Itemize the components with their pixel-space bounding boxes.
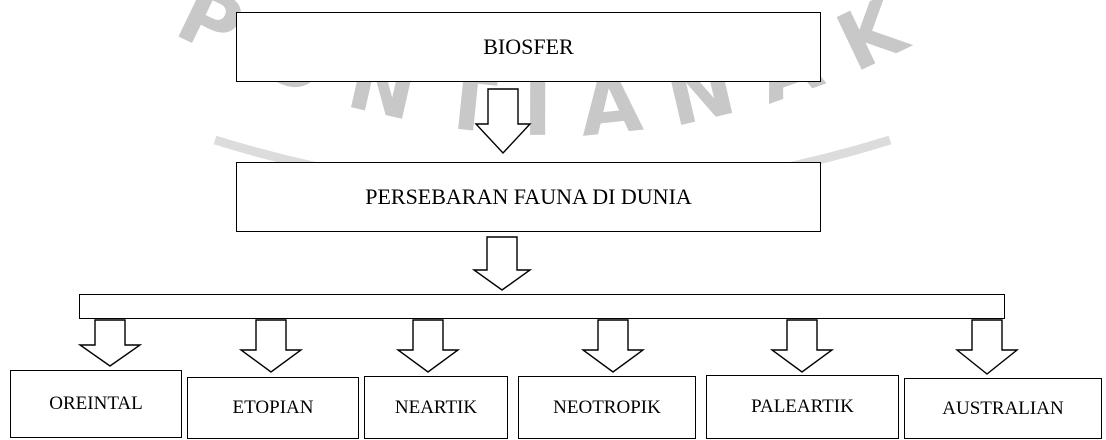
down-arrow-icon [474, 88, 532, 155]
region-box-australian: AUSTRALIAN [904, 378, 1102, 439]
region-label: NEARTIK [394, 396, 478, 418]
down-arrow-icon [471, 236, 533, 291]
region-label: AUSTRALIAN [942, 397, 1064, 419]
region-label: NEOTROPIK [553, 396, 661, 418]
region-label: PALEARTIK [751, 396, 854, 417]
root-label: BIOSFER [483, 34, 574, 59]
middle-label: PERSEBARAN FAUNA DI DUNIA [365, 184, 692, 209]
down-arrow-icon [238, 319, 304, 373]
region-box-oreintal: OREINTAL [10, 370, 182, 438]
down-arrow-icon [395, 319, 461, 373]
down-arrow-icon [77, 319, 143, 367]
down-arrow-icon [769, 319, 835, 373]
distribution-bar [79, 294, 1005, 319]
region-box-etopian: ETOPIAN [187, 377, 359, 439]
region-label: ETOPIAN [232, 397, 314, 418]
region-label: OREINTAL [49, 393, 143, 414]
region-box-paleartik: PALEARTIK [706, 375, 899, 439]
middle-box: PERSEBARAN FAUNA DI DUNIA [236, 162, 821, 232]
down-arrow-icon [580, 319, 646, 373]
root-box: BIOSFER [236, 12, 821, 82]
region-box-neotropik: NEOTROPIK [518, 376, 696, 439]
down-arrow-icon [955, 319, 1019, 375]
region-box-neartik: NEARTIK [364, 376, 508, 439]
